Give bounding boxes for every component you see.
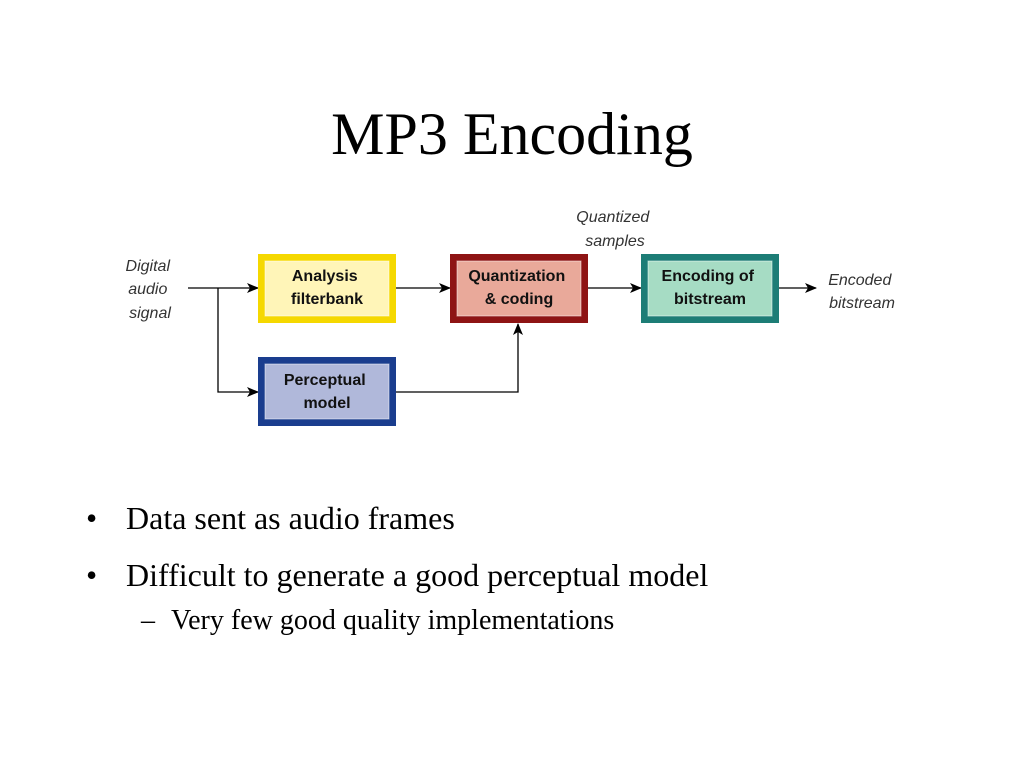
analysis-filterbank-fill <box>264 260 390 317</box>
encoding-bitstream-label: Encoding of bitstream <box>662 268 759 308</box>
mp3-encoder-block-diagram: Digital audio signal Quantized samples E… <box>126 209 896 426</box>
connectors <box>188 283 817 397</box>
digital-audio-signal-label: Digital audio signal <box>126 258 175 322</box>
encoding-bitstream-block: Encoding of bitstream <box>641 254 779 323</box>
sub-bullet-text: Very few good quality implementations <box>171 605 615 636</box>
bullet-list: • Data sent as audio frames • Difficult … <box>86 498 708 638</box>
quantized-samples-label: Quantized samples <box>576 209 653 250</box>
bullet-marker: • <box>86 557 98 593</box>
bullet-item: • Difficult to generate a good perceptua… <box>86 555 708 595</box>
perceptual-model-block: Perceptual model <box>258 357 396 426</box>
bullet-text: Difficult to generate a good perceptual … <box>126 557 709 593</box>
quantization-coding-block: Quantization & coding <box>450 254 588 323</box>
arrow-input-to-perceptual <box>217 288 259 397</box>
bullet-item: • Data sent as audio frames <box>86 498 708 538</box>
quantization-coding-fill <box>456 260 582 317</box>
bullet-text: Data sent as audio frames <box>126 500 455 536</box>
encoding-bitstream-fill <box>647 260 773 317</box>
sub-bullet-marker: – <box>141 605 155 636</box>
slide-title: MP3 Encoding <box>331 101 693 167</box>
sub-bullet-item: – Very few good quality implementations <box>141 604 708 638</box>
analysis-filterbank-block: Analysis filterbank <box>258 254 396 323</box>
bullet-marker: • <box>86 500 98 536</box>
arrow-perceptual-to-quantization <box>396 323 523 393</box>
analysis-filterbank-label: Analysis filterbank <box>291 268 363 308</box>
quantization-coding-label: Quantization & coding <box>468 268 569 308</box>
perceptual-model-fill <box>264 363 390 420</box>
encoded-bitstream-label: Encoded bitstream <box>828 272 896 312</box>
perceptual-model-label: Perceptual model <box>284 372 370 412</box>
